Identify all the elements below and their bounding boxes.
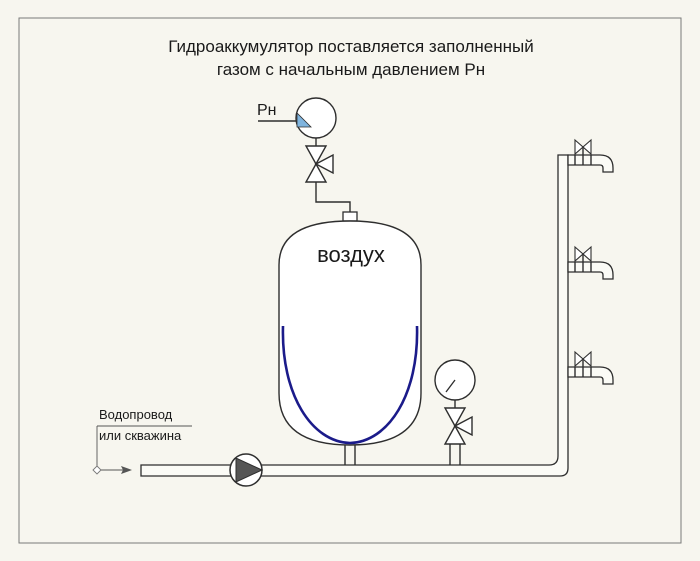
tap-icon [567, 350, 614, 385]
valve-handle [453, 415, 473, 437]
outlet-gauge-assembly [434, 359, 476, 465]
source-label-line-1: Водопровод [99, 407, 173, 422]
diagram-frame [18, 17, 682, 544]
accumulator-tank: воздух [278, 220, 422, 465]
flow-arrow-icon [101, 466, 132, 474]
source-label-line-2: или скважина [99, 428, 182, 443]
tap-icon [567, 245, 614, 280]
gauge-needle [296, 112, 312, 128]
pump-triangle [235, 457, 264, 483]
pump-icon [229, 453, 264, 487]
tap-icon [567, 138, 614, 173]
valve-icon [443, 407, 467, 428]
valve-handle [314, 153, 334, 175]
gauge-needle [445, 379, 456, 393]
title-line-2: газом с начальным давлением Рн [217, 60, 485, 79]
pn-label: Рн [257, 102, 277, 119]
air-label: воздух [317, 242, 385, 267]
valve-icon [304, 145, 328, 166]
source-leader [92, 425, 192, 475]
top-gauge-assembly [295, 97, 358, 222]
rubber-membrane [281, 325, 419, 445]
tank-nipple [342, 211, 358, 222]
title-line-1: Гидроаккумулятор поставляется заполненны… [168, 37, 533, 56]
